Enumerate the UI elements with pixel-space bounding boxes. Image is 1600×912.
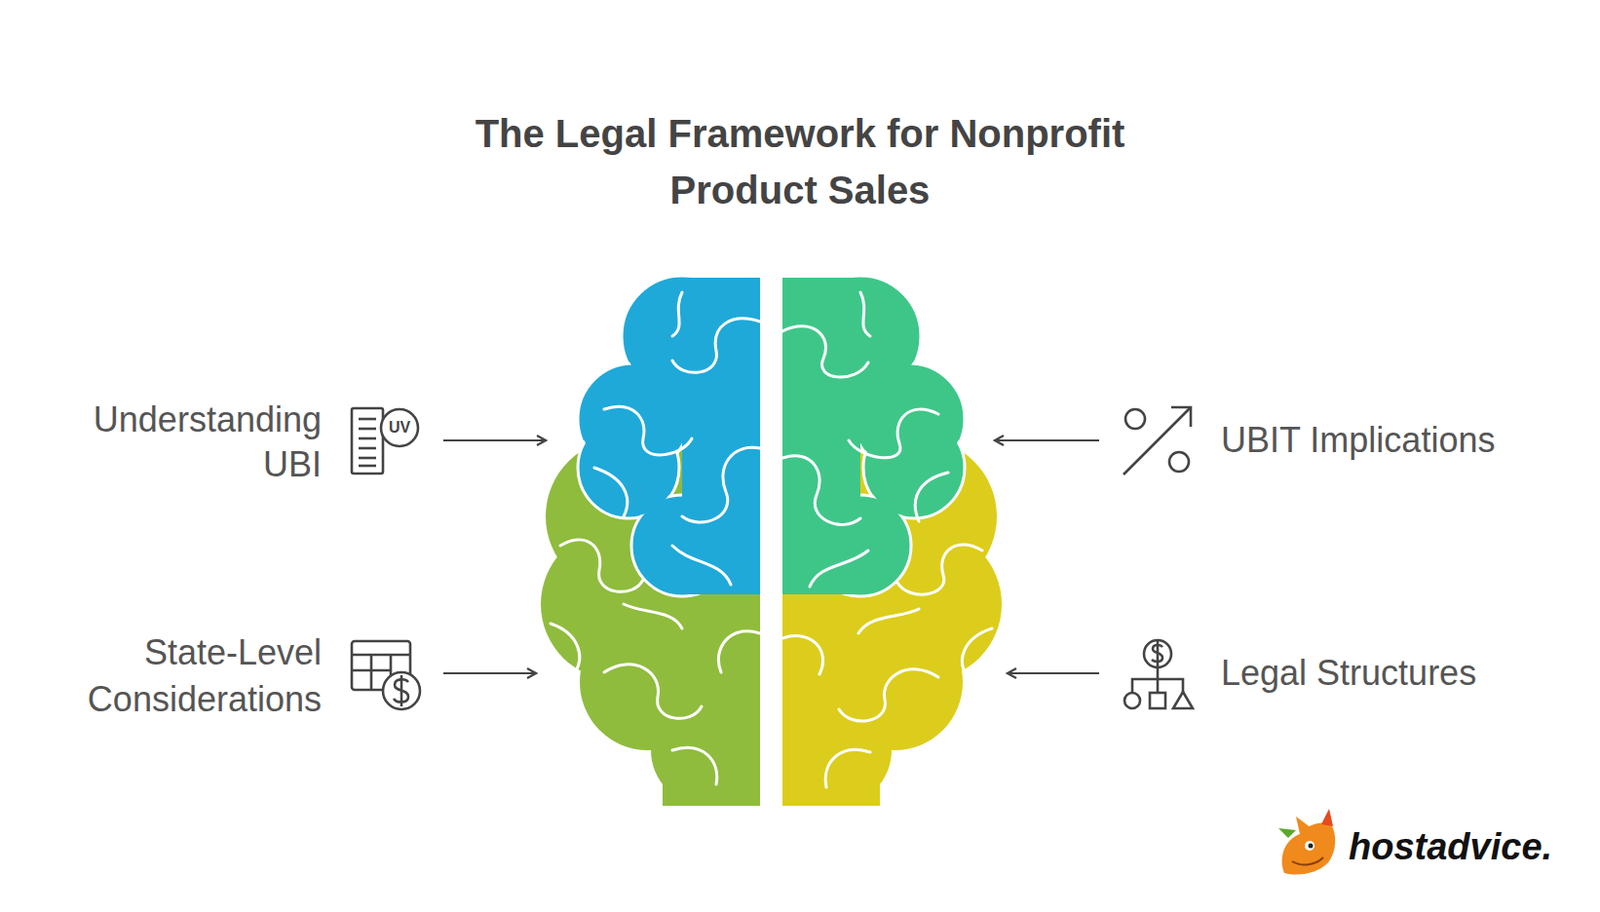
org-chart-icon bbox=[1124, 640, 1193, 709]
logo-mark bbox=[1278, 808, 1335, 876]
table-dollar-icon bbox=[351, 641, 420, 710]
icon-text: UV bbox=[382, 417, 417, 439]
topic-label: Legal Structures bbox=[1220, 651, 1477, 695]
brain-left bbox=[540, 275, 761, 806]
diagram-title: The Legal Framework for Nonprofit Produc… bbox=[400, 105, 1200, 219]
watermark: hostadvice. bbox=[1348, 824, 1553, 870]
topic-label: State-Level Considerations bbox=[58, 629, 322, 724]
topic-label: UBIT Implications bbox=[1220, 419, 1495, 462]
topic-label: Understanding UBI bbox=[58, 397, 322, 488]
title-wrap: The Legal Framework for Nonprofit Produc… bbox=[0, 105, 1600, 219]
document-icon bbox=[351, 408, 419, 474]
percent-icon bbox=[1123, 407, 1191, 475]
leader-arrows bbox=[443, 440, 1100, 674]
brain-right bbox=[780, 275, 1002, 806]
